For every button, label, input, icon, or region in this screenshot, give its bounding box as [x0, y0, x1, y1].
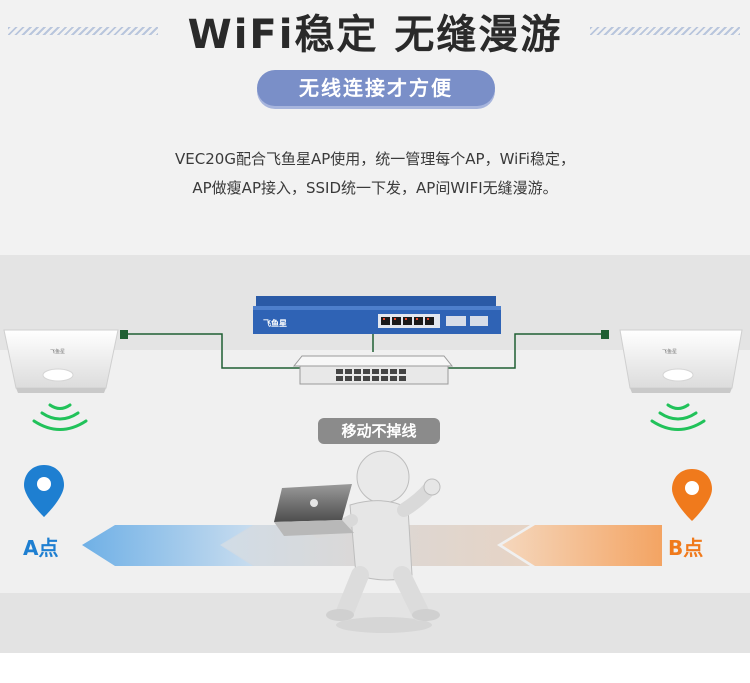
cable-connector-left: [120, 330, 128, 339]
description-line-1: VEC20G配合飞鱼星AP使用，统一管理每个AP，WiFi稳定，: [175, 150, 575, 168]
router-device: [253, 296, 501, 334]
wifi-signal-icon: [32, 403, 88, 431]
laptop-icon: [274, 484, 354, 536]
ap-brand-label-right: 飞鱼星: [662, 349, 678, 355]
subtitle-badge: 无线连接才方便: [257, 70, 495, 106]
router-brand-label: 飞鱼星: [263, 319, 287, 328]
description-line-2: AP做瘦AP接入，SSID统一下发，AP间WIFI无缝漫游。: [192, 179, 558, 197]
point-b-label: B点: [668, 536, 704, 560]
wifi-signal-icon: [650, 403, 706, 431]
moving-label: 移动不掉线: [318, 418, 440, 444]
location-pin-icon: [672, 469, 712, 521]
point-a-label: A点: [23, 536, 59, 560]
network-cables: [127, 333, 606, 369]
location-pin-icon: [24, 465, 64, 517]
bottom-margin: [0, 653, 750, 683]
page-title: WiFi稳定 无缝漫游: [187, 12, 563, 58]
cable-connector-right: [601, 330, 609, 339]
decor-hatch-right: [590, 27, 740, 35]
ap-brand-label-left: 飞鱼星: [50, 349, 66, 355]
access-point-right: [619, 329, 743, 393]
header-section: [0, 0, 750, 255]
decor-hatch-left: [8, 27, 158, 35]
network-switch: [292, 355, 454, 385]
access-point-left: [3, 329, 119, 393]
